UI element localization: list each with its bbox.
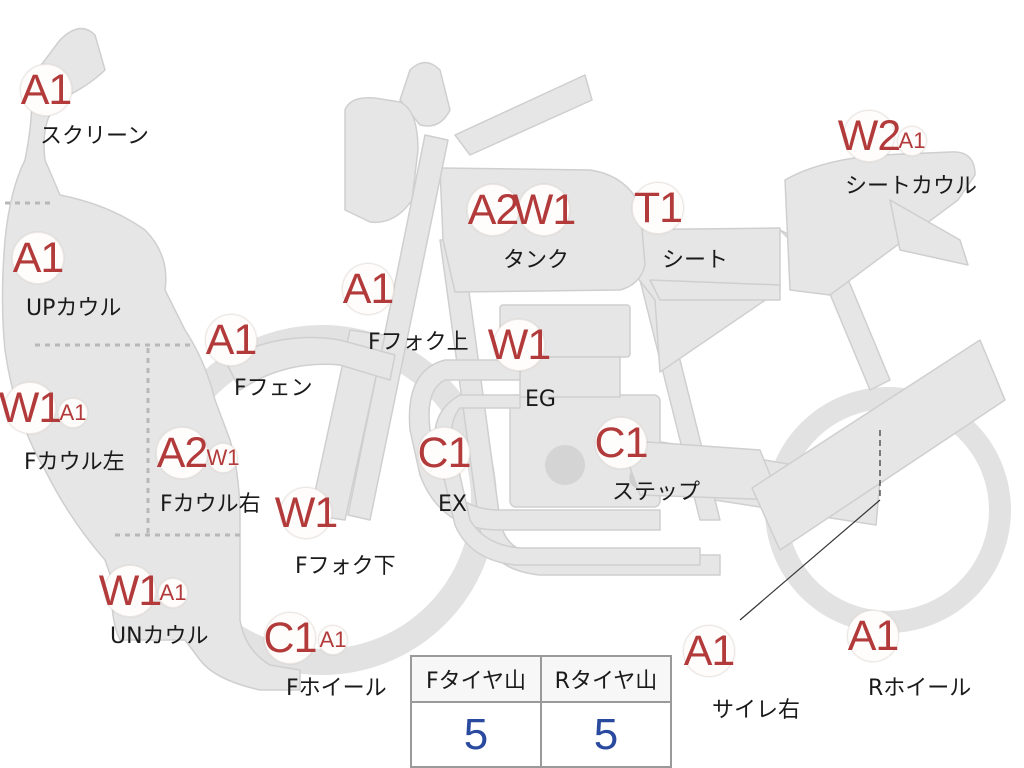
badge-up-cowl-1: A1 <box>12 232 64 284</box>
steering-head <box>399 61 451 127</box>
silencer <box>751 339 1006 551</box>
label-f-fork-upper: Fフォク上 <box>368 330 469 355</box>
label-f-cowl-right: Fカウル右 <box>160 492 261 517</box>
tire-header-front: Fタイヤ山 <box>410 655 542 703</box>
mirror-stalk <box>344 97 419 224</box>
badge-seat-cowl-1: W2 <box>838 110 901 162</box>
label-screen: スクリーン <box>40 124 149 149</box>
badge-f-wheel-2: A1 <box>318 625 348 655</box>
badge-un-cowl-2: A1 <box>158 578 188 608</box>
label-up-cowl: UPカウル <box>26 296 122 321</box>
engine-cover <box>545 445 585 485</box>
badge-tank-1: A2 <box>467 184 519 236</box>
label-un-cowl: UNカウル <box>110 624 209 649</box>
badge-f-fork-lower-1: W1 <box>275 487 338 539</box>
badge-f-fork-upper-1: A1 <box>342 263 394 315</box>
badge-f-fender-1: A1 <box>205 314 257 366</box>
label-step: ステップ <box>612 480 701 505</box>
badge-r-wheel-1: A1 <box>847 610 899 662</box>
badge-screen-1: A1 <box>20 64 72 116</box>
badge-un-cowl-1: W1 <box>99 565 162 617</box>
badge-seat-1: T1 <box>632 182 684 234</box>
tail-cowl <box>784 151 976 296</box>
label-silencer-right: サイレ右 <box>712 698 801 723</box>
badge-f-cowl-right-1: A2 <box>156 427 208 479</box>
badge-f-wheel-1: C1 <box>264 612 317 664</box>
tire-header-rear: Rタイヤ山 <box>540 655 672 703</box>
label-r-wheel: Rホイール <box>868 676 972 701</box>
label-f-cowl-left: Fカウル左 <box>24 450 125 475</box>
badge-f-cowl-left-2: A1 <box>58 398 88 428</box>
front-fork-lower <box>309 329 386 521</box>
badge-f-cowl-left-1: W1 <box>0 382 62 434</box>
label-f-wheel: Fホイール <box>286 676 387 701</box>
label-exhaust: EX <box>438 492 467 517</box>
tire-value-front: 5 <box>410 701 542 768</box>
badge-engine-1: W1 <box>488 319 551 371</box>
fairing <box>1 27 301 691</box>
badge-seat-cowl-2: A1 <box>897 126 927 156</box>
label-tank: タンク <box>503 248 570 273</box>
leader-line <box>739 499 881 621</box>
label-seat-cowl: シートカウル <box>845 174 978 199</box>
badge-f-cowl-right-2: W1 <box>207 443 240 473</box>
tire-tread-table: Fタイヤ山 Rタイヤ山 5 5 <box>410 655 672 768</box>
label-seat: シート <box>662 248 729 273</box>
badge-exhaust-1: C1 <box>418 427 471 479</box>
tail-fin <box>889 199 969 266</box>
badge-tank-2: W1 <box>513 184 576 236</box>
label-f-fork-lower: Fフォク下 <box>295 554 396 579</box>
label-f-fender: Fフェン <box>234 376 313 401</box>
badge-silencer-right-1: A1 <box>683 625 735 677</box>
tire-value-rear: 5 <box>540 701 672 768</box>
front-fender <box>224 336 396 391</box>
seat-pan <box>649 279 781 301</box>
badge-step-1: C1 <box>595 417 648 469</box>
label-engine: EG <box>525 387 556 412</box>
handlebar <box>454 74 593 156</box>
